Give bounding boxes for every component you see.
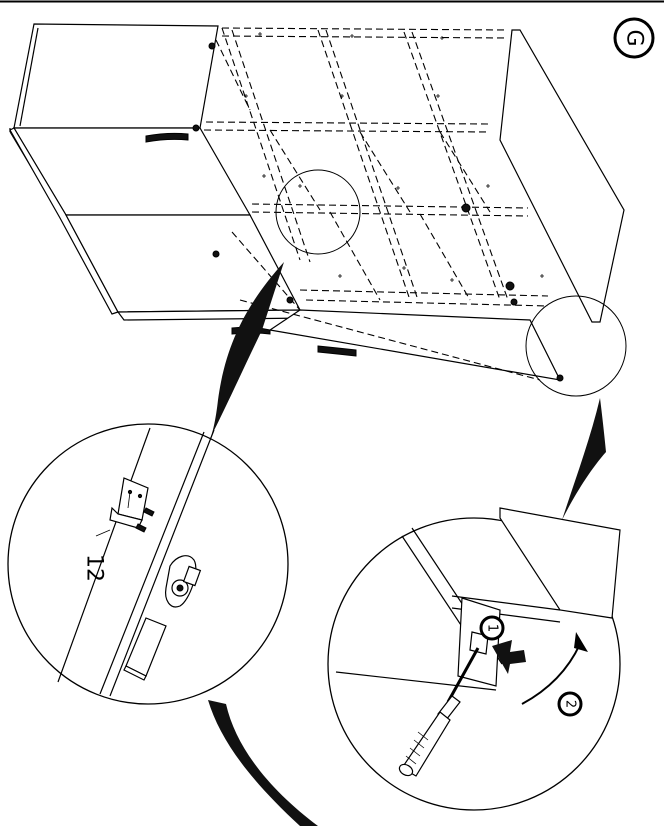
screw-markers [244,32,544,282]
step-badge: G [613,17,655,59]
dimension-label: 12 [82,554,107,582]
connector-arrow-top-right [562,398,606,520]
push-arrow [492,640,526,674]
zoom-circle-left [275,169,361,255]
step-2-label: 2 [563,700,578,708]
screw [143,507,155,517]
wardrobe-drawing [9,23,627,397]
connector-arrow-top-left [206,262,284,446]
wardrobe-plinth [268,309,562,381]
side-panel [499,507,621,619]
cam-fitting [165,555,202,608]
wardrobe-right-side [499,29,625,323]
rotate-arrow [521,643,581,705]
detail-screwdriver: 1 2 [327,507,621,811]
wardrobe-top-panel [13,23,219,129]
connector-arrow-bottom [208,700,318,826]
wardrobe-left-door [12,127,252,216]
detail-bracket: 12 [7,423,289,705]
step-1-badge [479,615,505,641]
step-badge-label: G [622,29,647,46]
step-2-badge [557,691,583,717]
zoom-circle-right [525,295,627,397]
internal-frame-dashed [203,27,549,381]
wardrobe-base-strip [116,309,312,321]
door-handle-1 [145,132,189,143]
step-1-label: 1 [485,624,500,632]
screwdriver [398,647,480,777]
door-handle-3 [317,345,357,357]
